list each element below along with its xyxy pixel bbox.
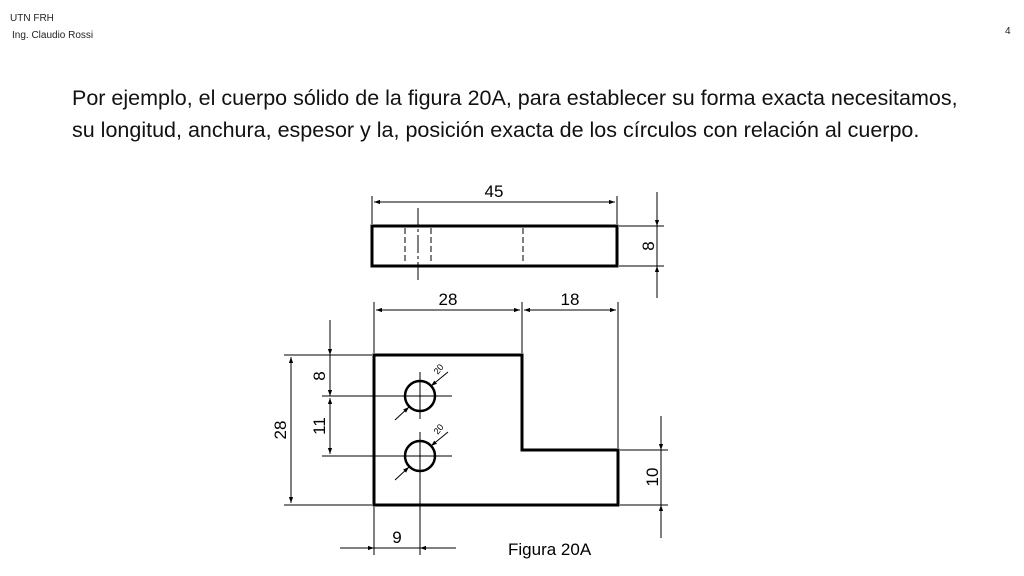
dim-label-hole-offset-left: 9 (392, 528, 401, 547)
front-view: 20 20 28 18 8 11 28 10 (271, 290, 668, 555)
figure-caption: Figura 20A (508, 540, 592, 559)
top-view-outline (370, 224, 619, 268)
diameter-leader (394, 406, 410, 421)
dim-label-hole-2: 20 (432, 422, 446, 436)
dim-label-hole-offset-top: 8 (310, 371, 329, 380)
dim-label-total-height: 28 (271, 421, 290, 440)
page-number: 4 (1005, 26, 1011, 37)
author-label: Ing. Claudio Rossi (12, 30, 94, 41)
dim-label-step-height: 10 (643, 468, 662, 487)
dim-label-hole-spacing: 11 (310, 417, 329, 435)
institution-label: UTN FRH (10, 13, 54, 24)
dim-label-width-right: 18 (561, 290, 580, 309)
dim-label-length: 45 (485, 182, 504, 201)
top-view: 45 8 (370, 182, 664, 298)
diameter-leader (430, 431, 449, 447)
diameter-leader (394, 466, 410, 481)
dim-label-thickness: 8 (639, 241, 658, 250)
front-view-outline (372, 353, 620, 507)
dim-label-width-left: 28 (439, 290, 458, 309)
diameter-leader (430, 371, 449, 387)
dim-label-hole-1: 20 (432, 362, 446, 376)
body-paragraph: Por ejemplo, el cuerpo sólido de la figu… (72, 86, 958, 142)
